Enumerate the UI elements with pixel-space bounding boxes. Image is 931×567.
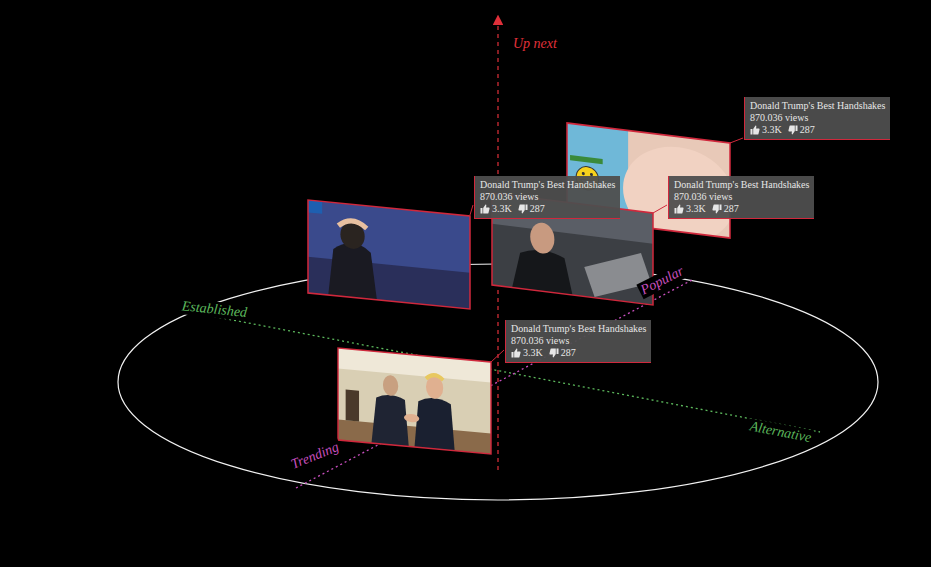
dislike-count: 287 [530, 203, 545, 215]
like-count: 3.3K [523, 347, 543, 359]
rating-row: 3.3K 287 [674, 203, 809, 215]
video-title: Donald Trump's Best Handshakes [750, 100, 885, 112]
axis-label: Alternative [746, 418, 814, 446]
dislike-icon [712, 204, 722, 214]
view-count: 870.036 views [480, 191, 615, 203]
view-count: 870.036 views [674, 191, 809, 203]
dislike-count: 287 [561, 347, 576, 359]
trending-axis [296, 280, 692, 488]
video-info-panel: Donald Trump's Best Handshakes870.036 vi… [474, 176, 620, 219]
like-count: 3.3K [762, 124, 782, 136]
leader-line [730, 138, 743, 143]
dislike-icon [549, 348, 559, 358]
like-count: 3.3K [492, 203, 512, 215]
video-info-panel: Donald Trump's Best Handshakes870.036 vi… [744, 97, 890, 140]
like-count: 3.3K [686, 203, 706, 215]
axis-label: Established [179, 298, 250, 321]
like-icon [511, 348, 521, 358]
view-count: 870.036 views [750, 112, 885, 124]
video-title: Donald Trump's Best Handshakes [511, 323, 646, 335]
video-title: Donald Trump's Best Handshakes [480, 179, 615, 191]
axis-label: Trending [287, 438, 343, 473]
video-info-panel: Donald Trump's Best Handshakes870.036 vi… [668, 176, 814, 219]
leader-line [653, 205, 667, 213]
established-axis [180, 310, 820, 432]
leader-line [470, 205, 473, 215]
rating-row: 3.3K 287 [750, 124, 885, 136]
video-thumbnail [338, 348, 491, 454]
dislike-count: 287 [724, 203, 739, 215]
video-info-panel: Donald Trump's Best Handshakes870.036 vi… [505, 320, 651, 363]
like-icon [674, 204, 684, 214]
video-thumbnail [308, 200, 470, 309]
leader-line [491, 350, 504, 362]
like-icon [480, 204, 490, 214]
rating-row: 3.3K 287 [511, 347, 646, 359]
dislike-icon [788, 125, 798, 135]
view-count: 870.036 views [511, 335, 646, 347]
axis-label: Up next [511, 36, 559, 52]
rating-row: 3.3K 287 [480, 203, 615, 215]
dislike-icon [518, 204, 528, 214]
dislike-count: 287 [800, 124, 815, 136]
like-icon [750, 125, 760, 135]
video-title: Donald Trump's Best Handshakes [674, 179, 809, 191]
